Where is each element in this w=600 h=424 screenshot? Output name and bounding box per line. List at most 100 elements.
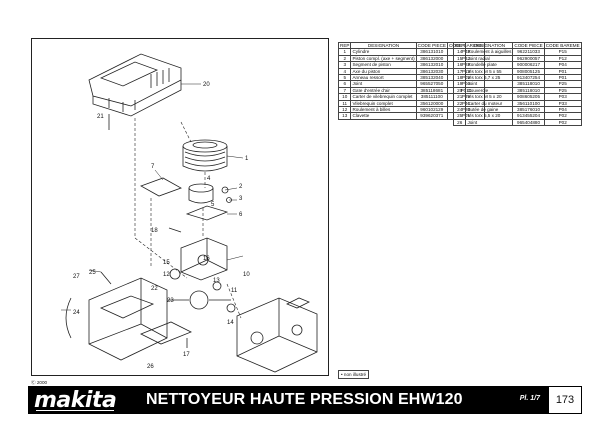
callout-11: 11 <box>231 288 238 294</box>
bearing-part-14 <box>226 303 236 313</box>
part-bareme: P33 <box>543 99 582 108</box>
part-code: 908005125 <box>512 67 545 76</box>
part-ref: 5 <box>337 73 352 82</box>
part-ref: 15 <box>452 54 467 63</box>
part-bareme: P03 <box>543 93 582 101</box>
callout-4: 4 <box>207 176 211 182</box>
callout-14: 14 <box>227 320 234 326</box>
header-code-piece: CODE PIECE <box>415 41 448 50</box>
air-intake-part-7 <box>140 177 182 197</box>
part-code: 385118010 <box>512 80 545 88</box>
part-bareme: P04 <box>543 106 582 114</box>
part-code: 913455204 <box>512 112 545 120</box>
callout-18: 18 <box>151 228 158 234</box>
exploded-parts-diagram: 20 21 1 2 3 4 5 6 7 18 16 10 15 12 13 11… <box>31 38 329 376</box>
part-code: 356120000 <box>415 99 448 108</box>
title-banner: makita NETTOYEUR HAUTE PRESSION EHW120 P… <box>28 386 548 414</box>
header-ref: REP <box>452 41 467 50</box>
part-ref: 25 <box>452 112 467 120</box>
part-code: 965404880 <box>512 118 545 127</box>
part-code: 900006217 <box>512 61 545 69</box>
plate-number: Pl. 1/7 <box>519 395 540 402</box>
callout-2: 2 <box>239 184 243 190</box>
part-ref: 26 <box>452 118 467 127</box>
part-designation: Clavette <box>350 112 417 120</box>
part-code: 908605205 <box>512 93 545 101</box>
copyright: Ⓒ 2000 <box>31 380 48 385</box>
part-code: 386132030 <box>415 67 448 76</box>
part-bareme: P02 <box>543 112 582 120</box>
part-code: 962211033 <box>512 48 545 56</box>
part-code: 385176010 <box>512 106 545 114</box>
callout-12: 12 <box>163 272 170 278</box>
logo-underline <box>36 410 114 411</box>
part-code: 386131010 <box>415 48 448 56</box>
part-ref: 18 <box>452 73 467 82</box>
gasket-part-26 <box>140 321 192 345</box>
seal-part-15 <box>212 281 222 291</box>
callout-5: 5 <box>211 202 215 208</box>
callout-17: 17 <box>183 352 190 358</box>
callout-27: 27 <box>73 274 80 280</box>
pump-assembly <box>236 297 318 373</box>
document-title: NETTOYEUR HAUTE PRESSION EHW120 <box>146 391 463 408</box>
callout-16: 16 <box>203 256 210 262</box>
bearing-part-12 <box>169 268 181 280</box>
callout-26: 26 <box>147 364 154 370</box>
part-ref: 3 <box>337 61 352 69</box>
cylinder-part-1 <box>182 139 228 172</box>
part-code: 962900057 <box>512 54 545 63</box>
part-code: 960102129 <box>415 106 448 114</box>
part-code: 386132000 <box>415 54 448 63</box>
screw-part-18 <box>168 227 182 233</box>
page-number: 173 <box>548 386 582 414</box>
part-ref: 22 <box>452 99 467 108</box>
part-ref: 11 <box>337 99 352 108</box>
part-code: 965527050 <box>415 80 448 88</box>
part-code: 913407254 <box>512 73 545 82</box>
part-code: 385111100 <box>415 93 448 101</box>
header-ref: REP <box>337 41 352 50</box>
part-bareme: P04 <box>543 61 582 69</box>
part-designation: Carter de vilebrequin complet <box>350 93 417 101</box>
part-designation: Piston compl. (axe + segment) <box>350 54 417 63</box>
part-designation: Joint <box>465 118 514 127</box>
callout-6: 6 <box>239 212 243 218</box>
part-ref: 17 <box>452 67 467 76</box>
callout-24: 24 <box>73 310 80 316</box>
engine-housing-part-22 <box>88 277 168 361</box>
cover-part-20 <box>88 53 182 117</box>
callout-25: 25 <box>89 270 96 276</box>
part-bareme: P01 <box>543 67 582 76</box>
table-header-row: REP DESIGNATION CODE PIECE CODE BAREME <box>452 41 582 50</box>
callout-21: 21 <box>97 114 104 120</box>
part-ref: 16 <box>452 61 467 69</box>
part-bareme: P25 <box>543 80 582 88</box>
part-code: 385132040 <box>415 73 448 82</box>
callout-15: 15 <box>163 260 170 266</box>
part-ref: 12 <box>337 106 352 114</box>
part-ref: 1 <box>337 48 352 56</box>
part-ref: 6 <box>337 80 352 88</box>
part-designation: Roulement à aiguilles <box>465 48 514 56</box>
parts-table-right: REP DESIGNATION CODE PIECE CODE BAREME 1… <box>452 41 582 127</box>
piston-assembly-parts-2-5 <box>188 183 232 204</box>
part-ref: 10 <box>337 93 352 101</box>
part-ref: 2 <box>337 54 352 63</box>
cable-stop-part-24 <box>65 297 72 339</box>
screw-part-25 <box>100 271 112 285</box>
part-code: 939620371 <box>415 112 448 120</box>
